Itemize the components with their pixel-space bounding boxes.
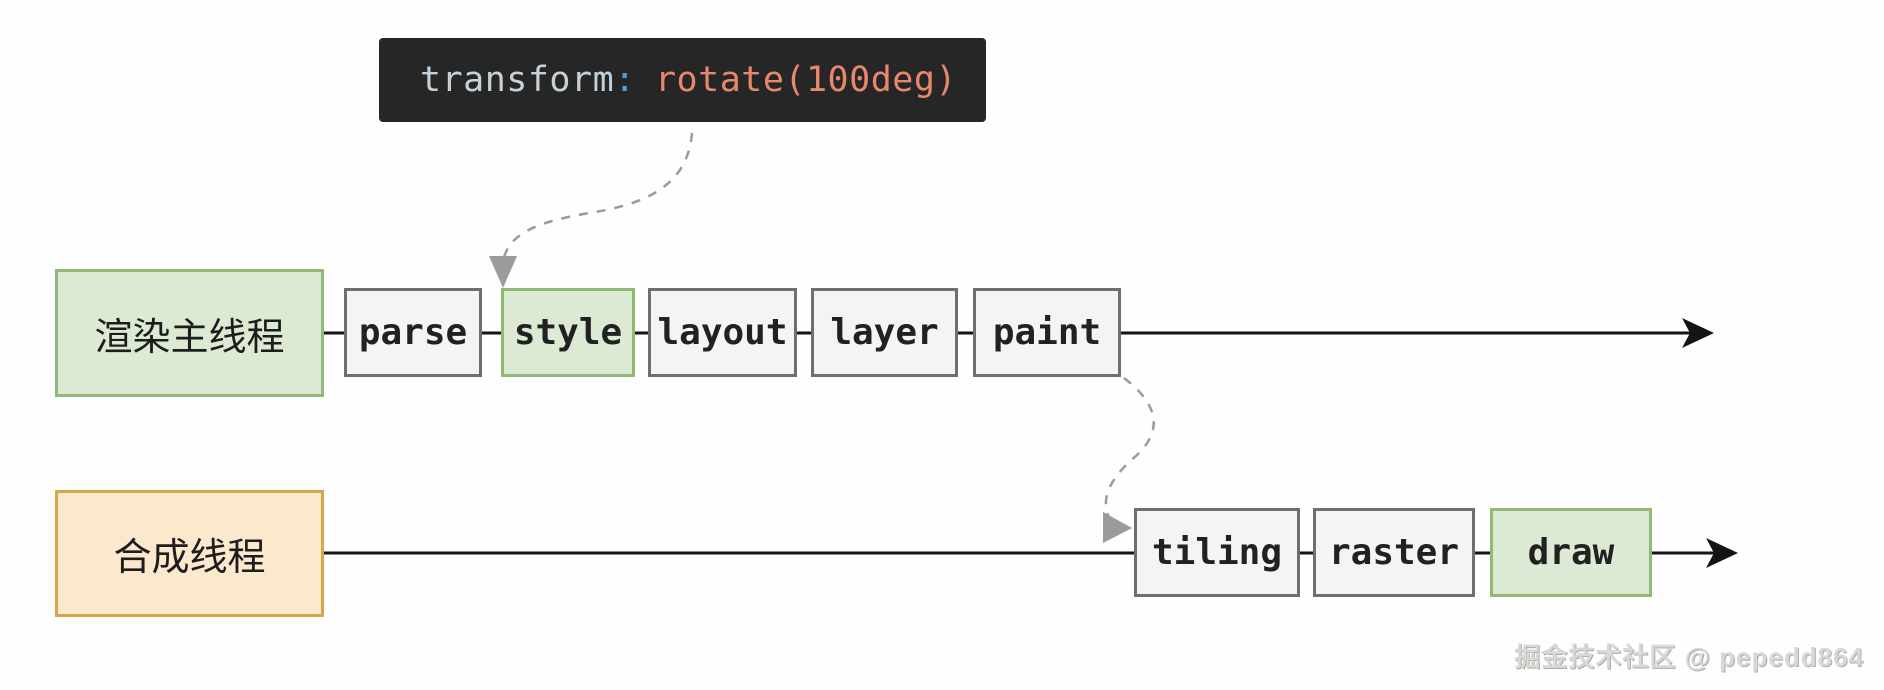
main-thread-arrowhead-icon [1682, 318, 1714, 348]
compositor-thread-label: 合成线程 [113, 537, 266, 579]
paint-to-tiling-dashed-arrow [1104, 377, 1155, 521]
stage-tiling-label: tiling [1151, 532, 1283, 573]
compositor-thread-label-box: 合成线程 [55, 490, 324, 617]
main-thread-label: 渲染主线程 [94, 316, 285, 359]
paint-to-tiling-arrowhead-icon [1103, 512, 1132, 543]
code-to-style-dashed-arrow [501, 132, 694, 263]
stage-paint: paint [973, 288, 1121, 377]
css-property: transform [420, 60, 615, 100]
stage-parse-label: parse [358, 312, 468, 353]
code-to-style-arrowhead-icon [489, 256, 517, 288]
stage-tiling: tiling [1134, 508, 1300, 597]
css-value: rotate(100deg) [654, 60, 957, 100]
css-code-tooltip: transform: rotate(100deg) [379, 38, 986, 122]
watermark: 掘金技术社区 @ pepedd864 [1514, 642, 1864, 672]
stage-raster-label: raster [1328, 532, 1460, 573]
stage-layout: layout [648, 288, 797, 377]
compositor-thread-arrowhead-icon [1706, 538, 1738, 568]
main-thread-label-box: 渲染主线程 [55, 269, 324, 397]
stage-draw: draw [1490, 508, 1652, 597]
stage-parse: parse [344, 288, 482, 377]
stage-layout-label: layout [657, 312, 788, 353]
stage-style: style [501, 288, 635, 377]
stage-draw-label: draw [1527, 532, 1615, 573]
stage-layer-label: layer [830, 312, 939, 353]
stage-style-label: style [513, 312, 623, 353]
stage-paint-label: paint [992, 312, 1102, 353]
stage-layer: layer [811, 288, 958, 377]
stage-raster: raster [1313, 508, 1475, 597]
css-colon: : [614, 60, 636, 100]
